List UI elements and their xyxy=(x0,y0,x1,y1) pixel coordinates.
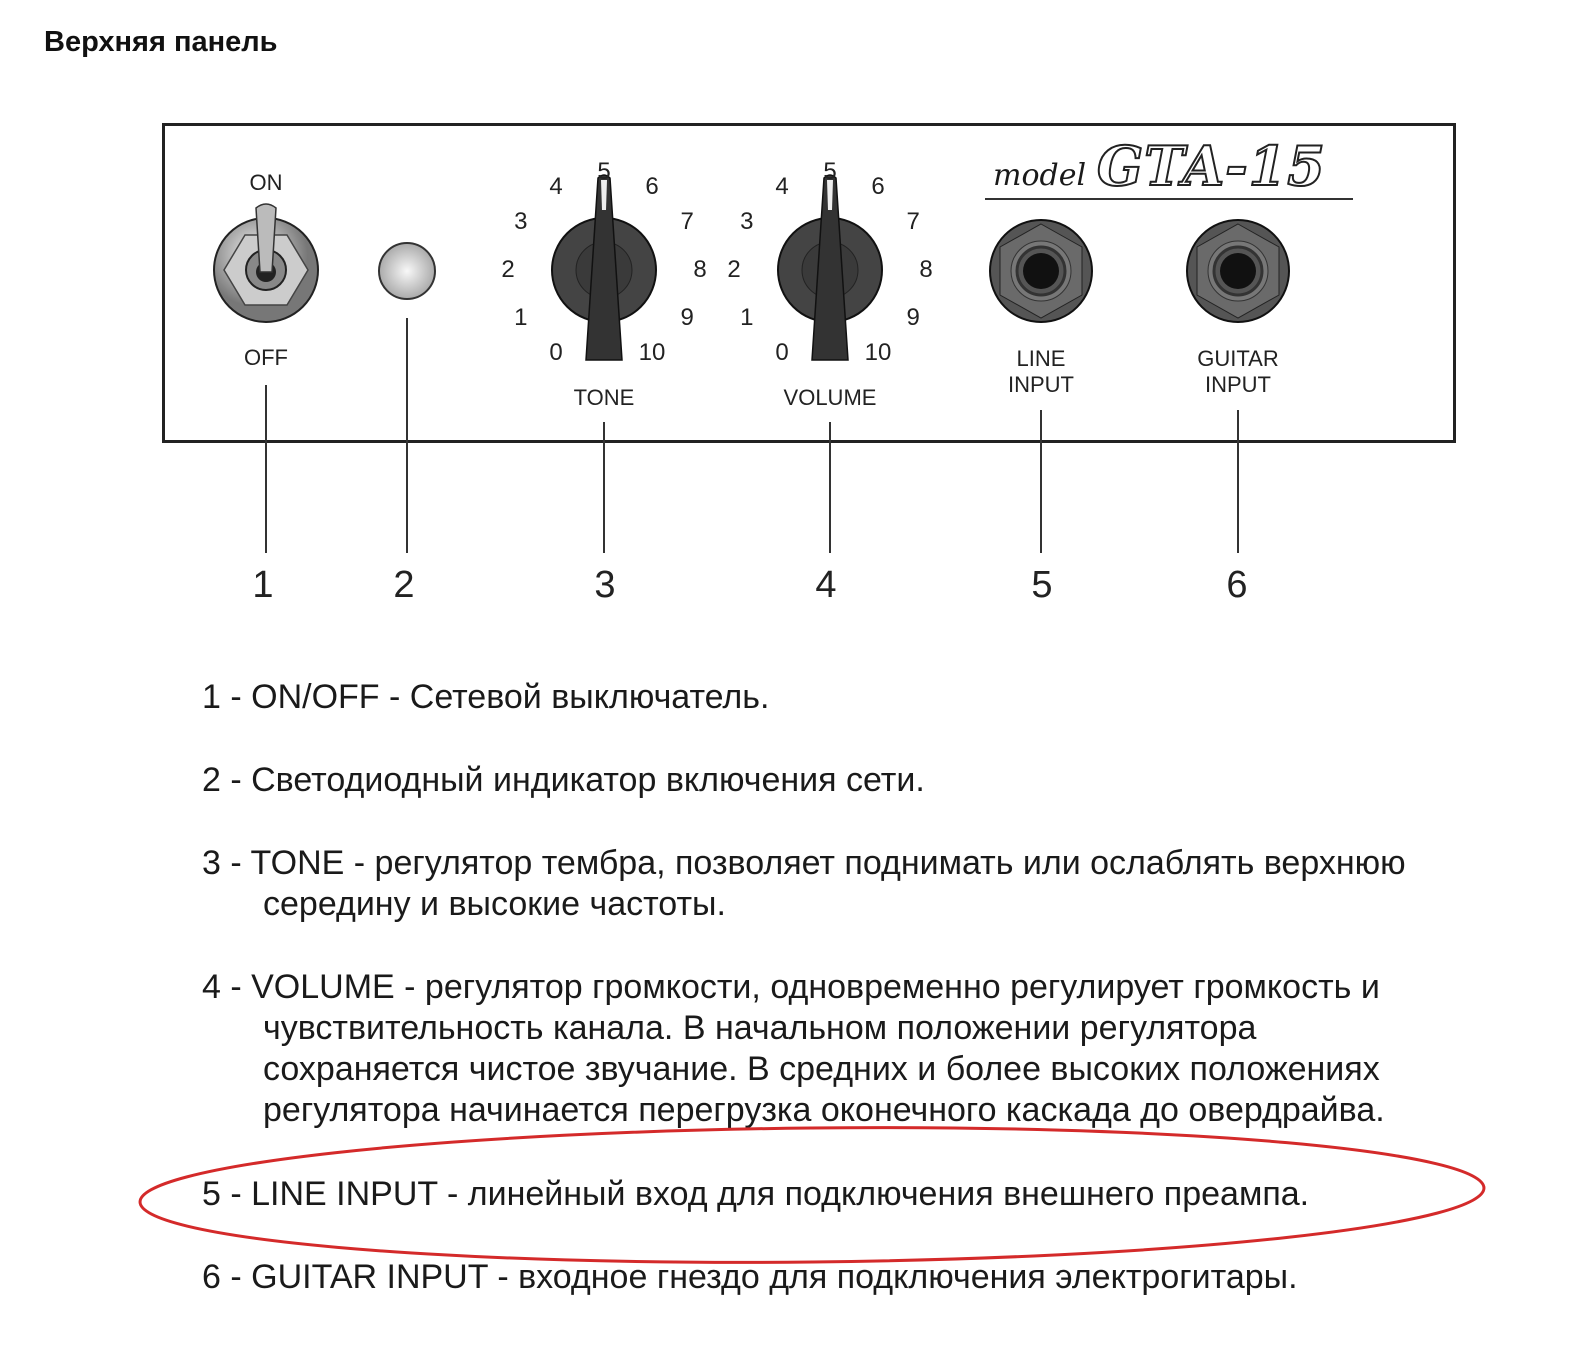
description-item-1: 1 - ON/OFF - Сетевой выключатель. xyxy=(202,677,1532,718)
callout-line-5 xyxy=(1040,410,1042,553)
description-item-5: 5 - LINE INPUT - линейный вход для подкл… xyxy=(202,1174,1532,1215)
logo-prefix: model xyxy=(993,158,1087,193)
toggle-switch-icon xyxy=(213,203,319,323)
description-item-3: 3 - TONE - регулятор тембра, позволяет п… xyxy=(202,843,1532,925)
description-line: середину и высокие частоты. xyxy=(263,885,726,923)
top-panel-diagram xyxy=(162,123,1456,443)
knob-scale-number: 2 xyxy=(501,256,515,283)
callout-number: 2 xyxy=(393,564,415,606)
description-line: 1 - ON/OFF - Сетевой выключатель. xyxy=(202,678,770,716)
volume-label: VOLUME xyxy=(783,385,877,410)
knob-scale-number: 7 xyxy=(680,208,694,235)
description-line: сохраняется чистое звучание. В средних и… xyxy=(263,1050,1380,1088)
callout-line-1 xyxy=(265,385,267,553)
line-input-jack-icon xyxy=(989,219,1093,323)
description-item-6: 6 - GUITAR INPUT - входное гнездо для по… xyxy=(202,1257,1532,1298)
callout-number: 6 xyxy=(1226,564,1248,606)
guitar-input-label-2: INPUT xyxy=(1204,372,1271,397)
description-line: 6 - GUITAR INPUT - входное гнездо для по… xyxy=(202,1258,1298,1296)
description-item-4: 4 - VOLUME - регулятор громкости, одновр… xyxy=(202,967,1532,1131)
logo-name: GTA-15 xyxy=(1096,133,1326,199)
callout-line-3 xyxy=(603,422,605,553)
callout-line-4 xyxy=(829,422,831,553)
description-item-2: 2 - Светодиодный индикатор включения сет… xyxy=(202,760,1532,801)
knob-scale-number: 6 xyxy=(871,172,885,200)
callout-number: 1 xyxy=(252,564,274,606)
knob-scale-number: 0 xyxy=(549,339,563,367)
guitar-input-jack-icon xyxy=(1186,219,1290,323)
section-heading: Верхняя панель xyxy=(44,26,278,58)
knob-scale-number: 6 xyxy=(645,172,659,200)
description-line: 2 - Светодиодный индикатор включения сет… xyxy=(202,761,925,799)
description-line: 3 - TONE - регулятор тембра, позволяет п… xyxy=(202,844,1406,882)
knob-scale-number: 9 xyxy=(906,304,920,331)
knob-scale-number: 3 xyxy=(514,208,528,235)
knob-scale-number: 5 xyxy=(823,158,837,185)
switch-off-label: OFF xyxy=(244,345,288,370)
knob-icon xyxy=(551,174,657,361)
callout-line-6 xyxy=(1237,410,1239,553)
callout-number: 4 xyxy=(815,564,837,606)
knob-scale-number: 5 xyxy=(597,158,611,185)
knob-scale-number: 1 xyxy=(514,304,528,331)
knob-scale-number: 4 xyxy=(549,172,563,200)
description-line: 4 - VOLUME - регулятор громкости, одновр… xyxy=(202,968,1380,1006)
callout-number: 5 xyxy=(1031,564,1053,606)
power-led-icon xyxy=(378,242,436,300)
knob-scale-number: 8 xyxy=(693,256,707,283)
knob-icon xyxy=(777,174,883,361)
knob-scale-number: 10 xyxy=(864,339,892,367)
description-line: регулятора начинается перегрузка оконечн… xyxy=(263,1091,1385,1129)
knob-scale-number: 4 xyxy=(775,172,789,200)
switch-on-label: ON xyxy=(249,170,283,195)
knob-scale-number: 10 xyxy=(638,339,666,367)
line-input-label-2: INPUT xyxy=(1008,372,1074,397)
callout-number: 3 xyxy=(594,564,616,606)
description-line: чувствительность канала. В начальном пол… xyxy=(263,1009,1257,1047)
callout-line-2 xyxy=(406,318,408,553)
knob-scale-number: 8 xyxy=(919,256,933,283)
knob-scale-number: 0 xyxy=(775,339,789,367)
knob-scale-number: 7 xyxy=(906,208,920,235)
knob-scale-number: 3 xyxy=(740,208,754,235)
knob-scale-number: 9 xyxy=(680,304,694,331)
knob-scale-number: 1 xyxy=(740,304,754,331)
description-line: 5 - LINE INPUT - линейный вход для подкл… xyxy=(202,1175,1310,1213)
guitar-input-label-1: GUITAR xyxy=(1197,346,1279,371)
line-input-label-1: LINE xyxy=(1016,346,1066,371)
knob-scale-number: 2 xyxy=(727,256,741,283)
tone-label: TONE xyxy=(573,385,635,410)
model-logo: model GTA-15 xyxy=(985,133,1353,200)
